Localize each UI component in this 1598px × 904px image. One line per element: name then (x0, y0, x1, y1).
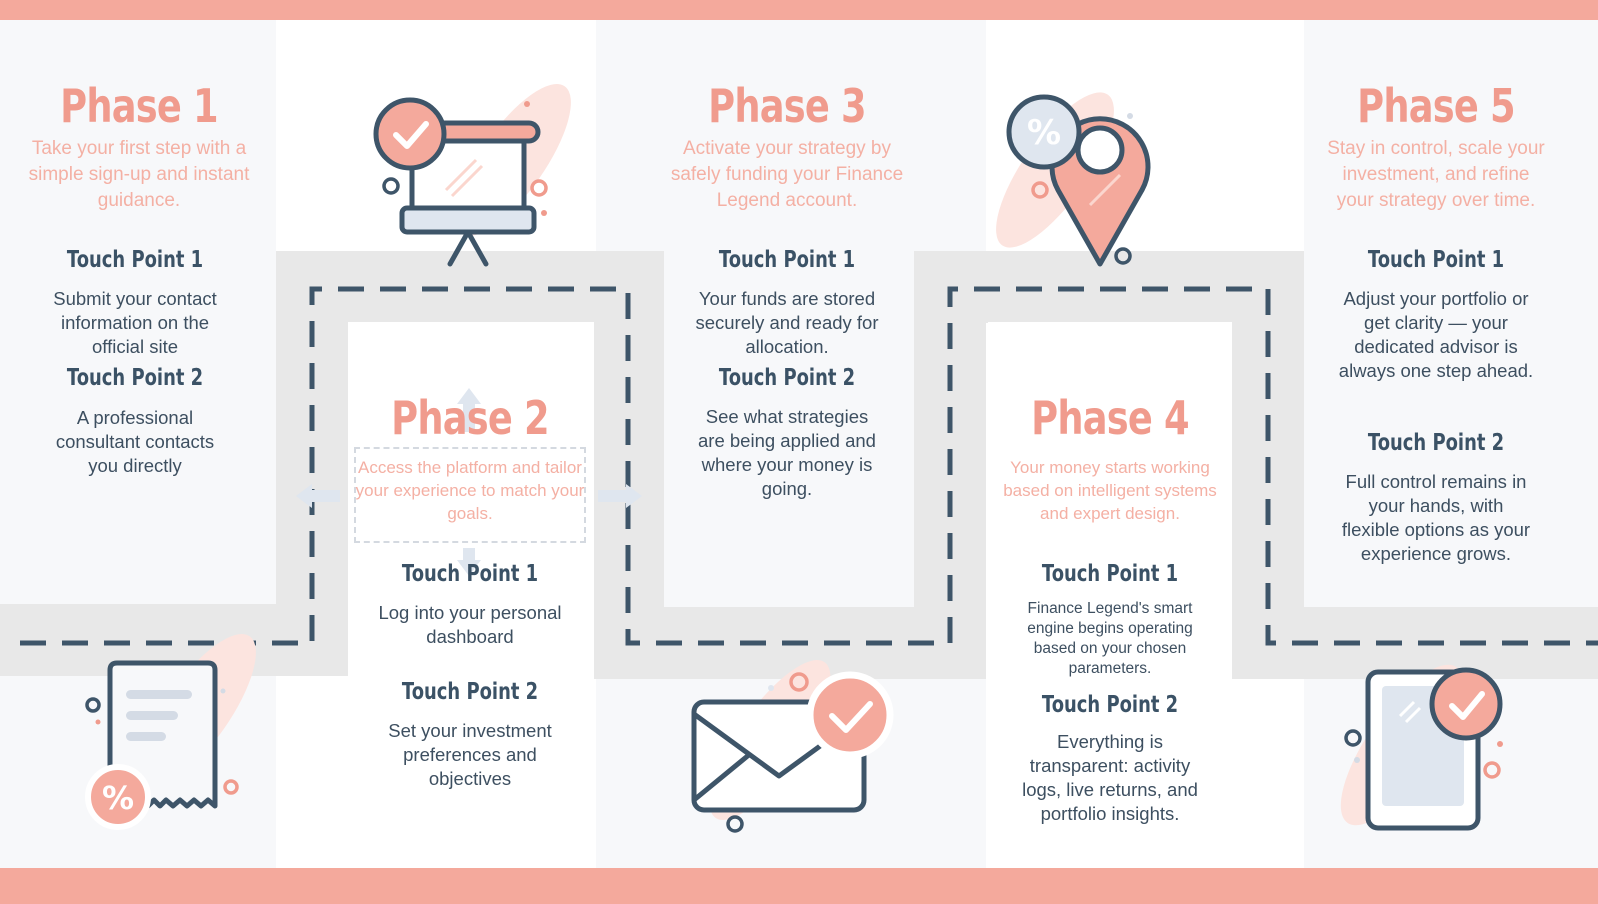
phase-2-touchpoint-2: Touch Point 2 Set your investment prefer… (348, 677, 592, 791)
phase-5-description: Stay in control, scale your investment, … (1327, 138, 1545, 211)
envelope-check-icon (691, 660, 894, 833)
phase-3-tp2-title: Touch Point 2 (718, 365, 856, 391)
phase-2-tp1-title: Touch Point 1 (401, 561, 539, 587)
phase-4-touchpoint-2: Touch Point 2 Everything is transparent:… (988, 690, 1232, 826)
phase-5-tp2-title: Touch Point 2 (1367, 430, 1505, 456)
tablet-check-icon (1340, 664, 1503, 831)
phase-4-touchpoint-1: Touch Point 1 Finance Legend's smart eng… (988, 559, 1232, 679)
phase-5-tp1-text: Adjust your portfolio or get clarity — y… (1338, 288, 1534, 381)
phase-3-touchpoint-1: Touch Point 1 Your funds are stored secu… (660, 245, 914, 359)
phase-1-touchpoint-1: Touch Point 1 Submit your contact inform… (8, 245, 262, 359)
top-accent-band (0, 0, 1598, 20)
phase-5-touchpoint-1: Touch Point 1 Adjust your portfolio or g… (1312, 245, 1560, 383)
phase-2-touchpoint-1: Touch Point 1 Log into your personal das… (348, 559, 592, 649)
phase-5-tp2-text: Full control remains in your hands, with… (1341, 471, 1531, 564)
phase-1-touchpoint-2: Touch Point 2 A professional consultant … (8, 363, 262, 478)
phase-1-tp1-title: Touch Point 1 (66, 247, 204, 273)
phase-4-title: Phase 4 (1031, 391, 1189, 445)
phase-1-description: Take your first step with a simple sign-… (28, 138, 250, 211)
phase-3-touchpoint-2: Touch Point 2 See what strategies are be… (660, 363, 914, 501)
phase-1-tp2-title: Touch Point 2 (66, 365, 204, 391)
phase-5-title: Phase 5 (1357, 79, 1515, 133)
phase-4-tp2-title: Touch Point 2 (1041, 692, 1179, 718)
phase-5-touchpoint-2: Touch Point 2 Full control remains in yo… (1312, 428, 1560, 566)
phase-2-arrows (296, 388, 642, 576)
phase-2-tp2-title: Touch Point 2 (401, 679, 539, 705)
road-dashed-line (20, 286, 1598, 646)
phase-2-tp1-text: Log into your personal dashboard (378, 602, 562, 647)
phase-3-tp2-text: See what strategies are being applied an… (698, 406, 876, 499)
phase-2-header: Phase 2 Access the platform and tailor y… (348, 392, 592, 525)
phase-4-header: Phase 4 Your money starts working based … (988, 392, 1232, 525)
contract-percent-icon: % (85, 634, 256, 830)
phase-2-tp2-text: Set your investment preferences and obje… (388, 720, 552, 789)
location-pin-percent-icon: % (996, 92, 1151, 267)
phase-1-header: Phase 1 Take your first step with a simp… (8, 80, 270, 214)
phase-3-description: Activate your strategy by safely funding… (670, 138, 904, 211)
presentation-board-check-icon (373, 84, 571, 267)
phase-5-tp1-title: Touch Point 1 (1367, 247, 1505, 273)
phase-2-description: Access the platform and tailor your expe… (355, 458, 585, 523)
phase-4-tp2-text: Everything is transparent: activity logs… (1022, 731, 1198, 824)
phase-2-title: Phase 2 (391, 391, 549, 445)
phase-1-tp2-text: A professional consultant contacts you d… (55, 407, 215, 476)
phase-4-description: Your money starts working based on intel… (1003, 458, 1217, 523)
bottom-accent-band (0, 868, 1598, 904)
phase-2-description-box (354, 447, 586, 543)
phase-1-tp1-text: Submit your contact information on the o… (53, 288, 217, 357)
phase-3-title: Phase 3 (708, 79, 866, 133)
phase-1-title: Phase 1 (60, 79, 218, 133)
phase-3-tp1-text: Your funds are stored securely and ready… (695, 288, 879, 357)
phase-3-tp1-title: Touch Point 1 (718, 247, 856, 273)
phase-4-tp1-title: Touch Point 1 (1041, 561, 1179, 587)
pin-percent-sign: % (1027, 113, 1061, 153)
phase-5-header: Phase 5 Stay in control, scale your inve… (1312, 80, 1560, 214)
phase-3-header: Phase 3 Activate your strategy by safely… (660, 80, 914, 214)
phase-4-tp1-text: Finance Legend's smart engine begins ope… (1027, 600, 1193, 677)
contract-percent-sign: % (102, 779, 134, 817)
